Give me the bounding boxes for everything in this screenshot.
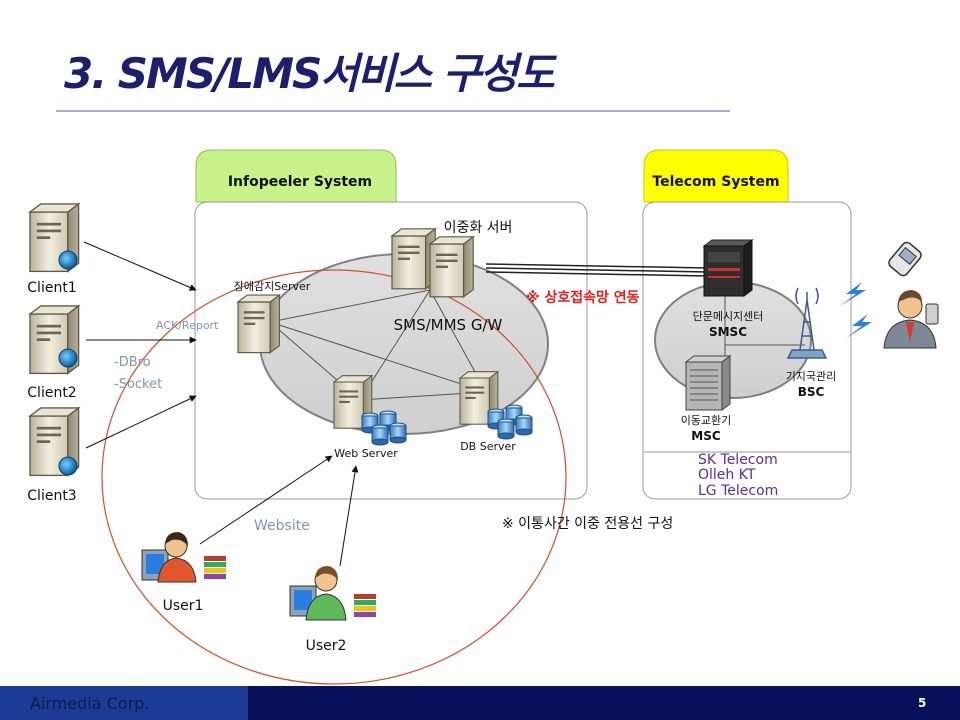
socket-label: -Socket <box>114 377 162 392</box>
msc-icon <box>684 355 732 411</box>
user1-icon <box>141 532 226 583</box>
dbro-label: -DBro <box>114 355 151 370</box>
gateway-label: SMS/MMS G/W <box>394 316 503 334</box>
user2-icon <box>289 566 376 621</box>
dedicated-line-circle <box>101 269 567 685</box>
client3-icon <box>29 407 80 477</box>
mobile-user-icon <box>883 290 939 349</box>
footer-left-block <box>0 686 248 720</box>
client-arrows <box>83 241 197 449</box>
bsc-tower-icon <box>786 287 828 359</box>
carrier-sk-telecom: SK Telecom <box>698 452 778 468</box>
smsc-icon <box>702 239 754 297</box>
smsc-label: SMSC <box>709 325 747 339</box>
client1-label: Client1 <box>27 280 76 296</box>
website-label: Website <box>254 518 310 534</box>
smsc-label-kr: 단문메시지센터 <box>693 310 764 323</box>
page-number: 5 <box>918 696 927 710</box>
dedicated-line-note: ※ 이통사간 이중 전용선 구성 <box>502 516 673 532</box>
user-arrows <box>199 455 359 567</box>
telecom-tab-label: Telecom System <box>652 174 779 190</box>
web-server-label: Web Server <box>334 447 398 460</box>
slide-title: 3. SMS/LMS서비스 구성도 <box>64 49 555 98</box>
client1-icon <box>29 203 80 273</box>
msc-label: MSC <box>691 429 721 443</box>
mobile-phone-icon <box>888 241 922 277</box>
interconnect-note: ※ 상호접속망 연동 <box>526 289 640 306</box>
infopeeler-tab-label: Infopeeler System <box>228 174 372 190</box>
architecture-diagram: Infopeeler System Telecom System 이중화 서버 … <box>27 149 939 685</box>
redundant-server-label: 이중화 서버 <box>444 220 513 236</box>
db-server-label: DB Server <box>460 440 516 453</box>
interconnect-line <box>485 263 709 277</box>
footer-company: Airmedia Corp. <box>30 694 150 713</box>
bsc-label: BSC <box>798 385 825 399</box>
title-underline <box>56 110 730 112</box>
monitor-server-label: 장애감지Server <box>234 280 311 293</box>
client2-label: Client2 <box>27 385 76 401</box>
ack-report-label: ACK/Report <box>156 319 219 332</box>
carrier-olleh-kt: Olleh KT <box>698 467 756 483</box>
msc-label-kr: 이동교환기 <box>681 414 732 427</box>
user2-label: User2 <box>306 638 347 654</box>
user1-label: User1 <box>163 598 204 614</box>
wireless-signal-icon <box>840 282 872 338</box>
monitor-server-icon <box>237 294 280 354</box>
client3-label: Client3 <box>27 488 76 504</box>
bsc-label-kr: 기지국관리 <box>786 370 837 383</box>
redundant-server-icon <box>391 228 474 298</box>
carrier-lg-telecom: LG Telecom <box>698 483 778 499</box>
client2-icon <box>29 305 80 375</box>
